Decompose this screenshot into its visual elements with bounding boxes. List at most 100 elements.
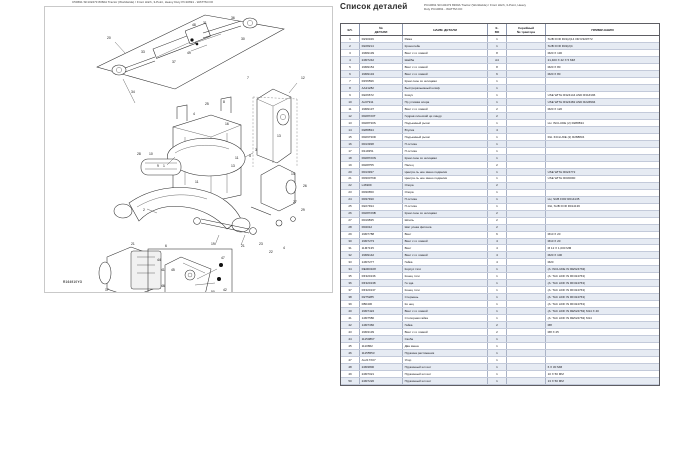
cell-part-name: Шат усная фитинга [402, 224, 488, 232]
cell-class: 39 [341, 300, 360, 309]
cell-part-name: Гидрав лический ци линдр [402, 112, 488, 121]
cell-serial [506, 210, 546, 218]
cell-quantity: 4 [487, 251, 507, 260]
cell-remarks: (A: TAC LIDF IN RE524763) M14 X 40 [545, 307, 659, 316]
cell-quantity: 1 [487, 335, 507, 344]
cell-part-number: AL67911 [359, 98, 403, 107]
cell-remarks: 13 X 50 MM [545, 377, 659, 385]
cell-remarks [545, 84, 659, 93]
svg-text:44: 44 [157, 258, 161, 262]
svg-text:41: 41 [161, 268, 165, 272]
cell-part-number: R030650 [359, 189, 403, 197]
cell-serial [506, 293, 546, 302]
cell-part-number: R028720N [359, 154, 403, 162]
svg-text:47: 47 [221, 256, 225, 260]
column-header-quantity: К-ВО [487, 24, 507, 37]
cell-quantity: 1 [487, 307, 507, 316]
cell-serial [506, 328, 546, 337]
cell-part-number: R029730D [359, 133, 403, 141]
cell-serial [506, 314, 546, 323]
cell-part-name: Пружинный шп инт [402, 377, 488, 385]
cell-part-name: Кронштейн [402, 42, 488, 51]
cell-part-number: R037490 [359, 196, 403, 204]
cell-serial [506, 286, 546, 295]
cell-part-number: AL217X07 [359, 356, 403, 364]
cell-remarks [545, 161, 659, 169]
cell-part-name: П остика [402, 147, 488, 155]
cell-part-name: Крем сное со шлицами [402, 210, 488, 218]
cell-part-name: Стопорная гайка [402, 314, 488, 323]
svg-text:29: 29 [301, 208, 305, 212]
cell-quantity: 1 [487, 84, 507, 93]
cell-serial [506, 321, 546, 330]
svg-text:28: 28 [137, 152, 141, 156]
cell-quantity: 1 [487, 175, 507, 183]
cell-quantity: 2 [487, 105, 507, 114]
cell-part-number: 14M7277 [359, 258, 403, 267]
cell-serial [506, 161, 546, 169]
cell-quantity: 2 [487, 328, 507, 337]
cell-remarks: M20 X 130 [545, 49, 659, 58]
cell-part-name: Опора [402, 182, 488, 190]
svg-text:2: 2 [143, 208, 145, 212]
cell-serial [506, 258, 546, 267]
cell-part-number: L46909 [359, 182, 403, 190]
cell-class: 9 [341, 91, 360, 100]
cell-part-number: R156596 [359, 77, 403, 86]
cell-quantity: 1 [487, 196, 507, 204]
svg-text:27: 27 [293, 200, 297, 204]
cell-quantity: 1 [487, 154, 507, 162]
